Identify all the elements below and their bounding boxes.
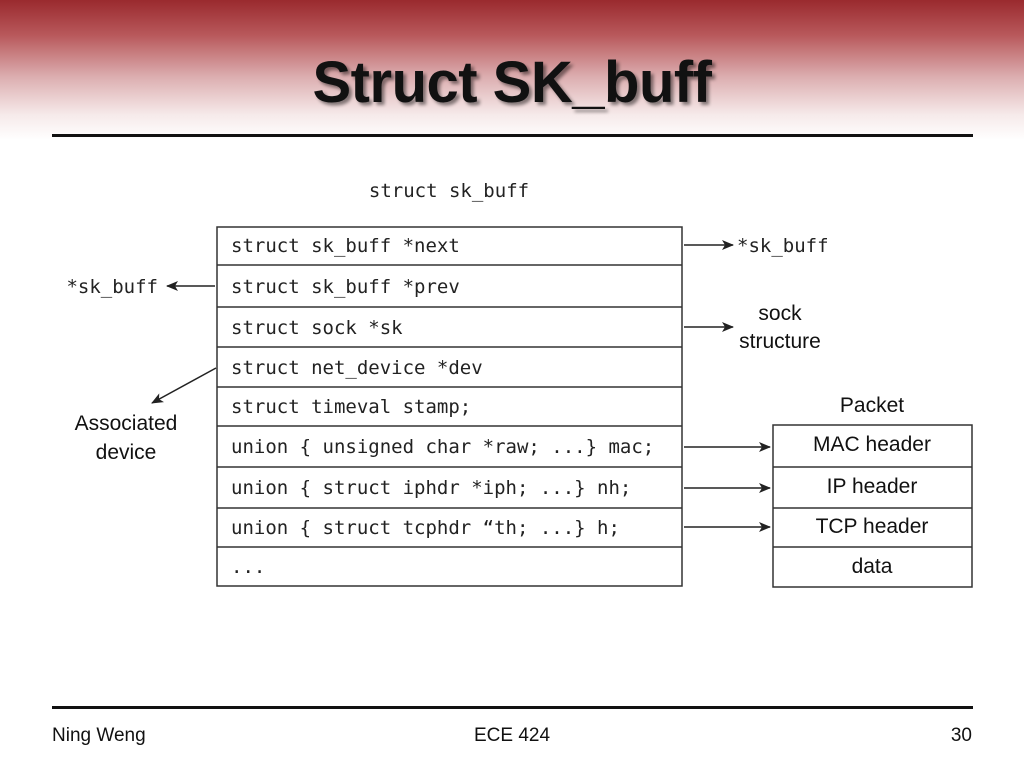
field-h-union: union { struct tcphdr “th; ...} h; xyxy=(231,517,620,539)
device-label-line2: device xyxy=(96,441,157,464)
field-nh-union: union { struct iphdr *iph; ...} nh; xyxy=(231,477,631,499)
packet-title: Packet xyxy=(840,394,904,417)
title-background-band xyxy=(0,0,1024,140)
packet-box xyxy=(772,424,973,588)
next-target-label: *sk_buff xyxy=(737,235,829,257)
field-dev: struct net_device *dev xyxy=(231,357,483,379)
sock-target-label-line2: structure xyxy=(739,330,821,353)
field-ellipsis: ... xyxy=(231,556,265,578)
packet-tcp-header: TCP header xyxy=(816,515,929,538)
footer-author: Ning Weng xyxy=(52,725,146,746)
sock-target-label-line1: sock xyxy=(758,302,802,325)
device-label-line1: Associated xyxy=(75,412,178,435)
title-divider xyxy=(52,134,973,137)
footer-divider xyxy=(52,706,973,709)
field-sk: struct sock *sk xyxy=(231,317,403,339)
struct-caption: struct sk_buff xyxy=(369,180,529,202)
packet-mac-header: MAC header xyxy=(813,433,931,456)
field-prev: struct sk_buff *prev xyxy=(231,276,460,298)
field-stamp: struct timeval stamp; xyxy=(231,396,471,418)
field-mac-union: union { unsigned char *raw; ...} mac; xyxy=(231,436,654,458)
field-next: struct sk_buff *next xyxy=(231,235,460,257)
prev-target-label: *sk_buff xyxy=(66,276,158,298)
slide-title: Struct SK_buff xyxy=(312,50,713,115)
packet-ip-header: IP header xyxy=(827,475,918,498)
struct-fields-box xyxy=(216,226,683,587)
footer-course: ECE 424 xyxy=(473,725,551,746)
footer-page-number: 30 xyxy=(950,725,972,746)
packet-data: data xyxy=(852,555,893,578)
device-arrow xyxy=(151,367,217,404)
